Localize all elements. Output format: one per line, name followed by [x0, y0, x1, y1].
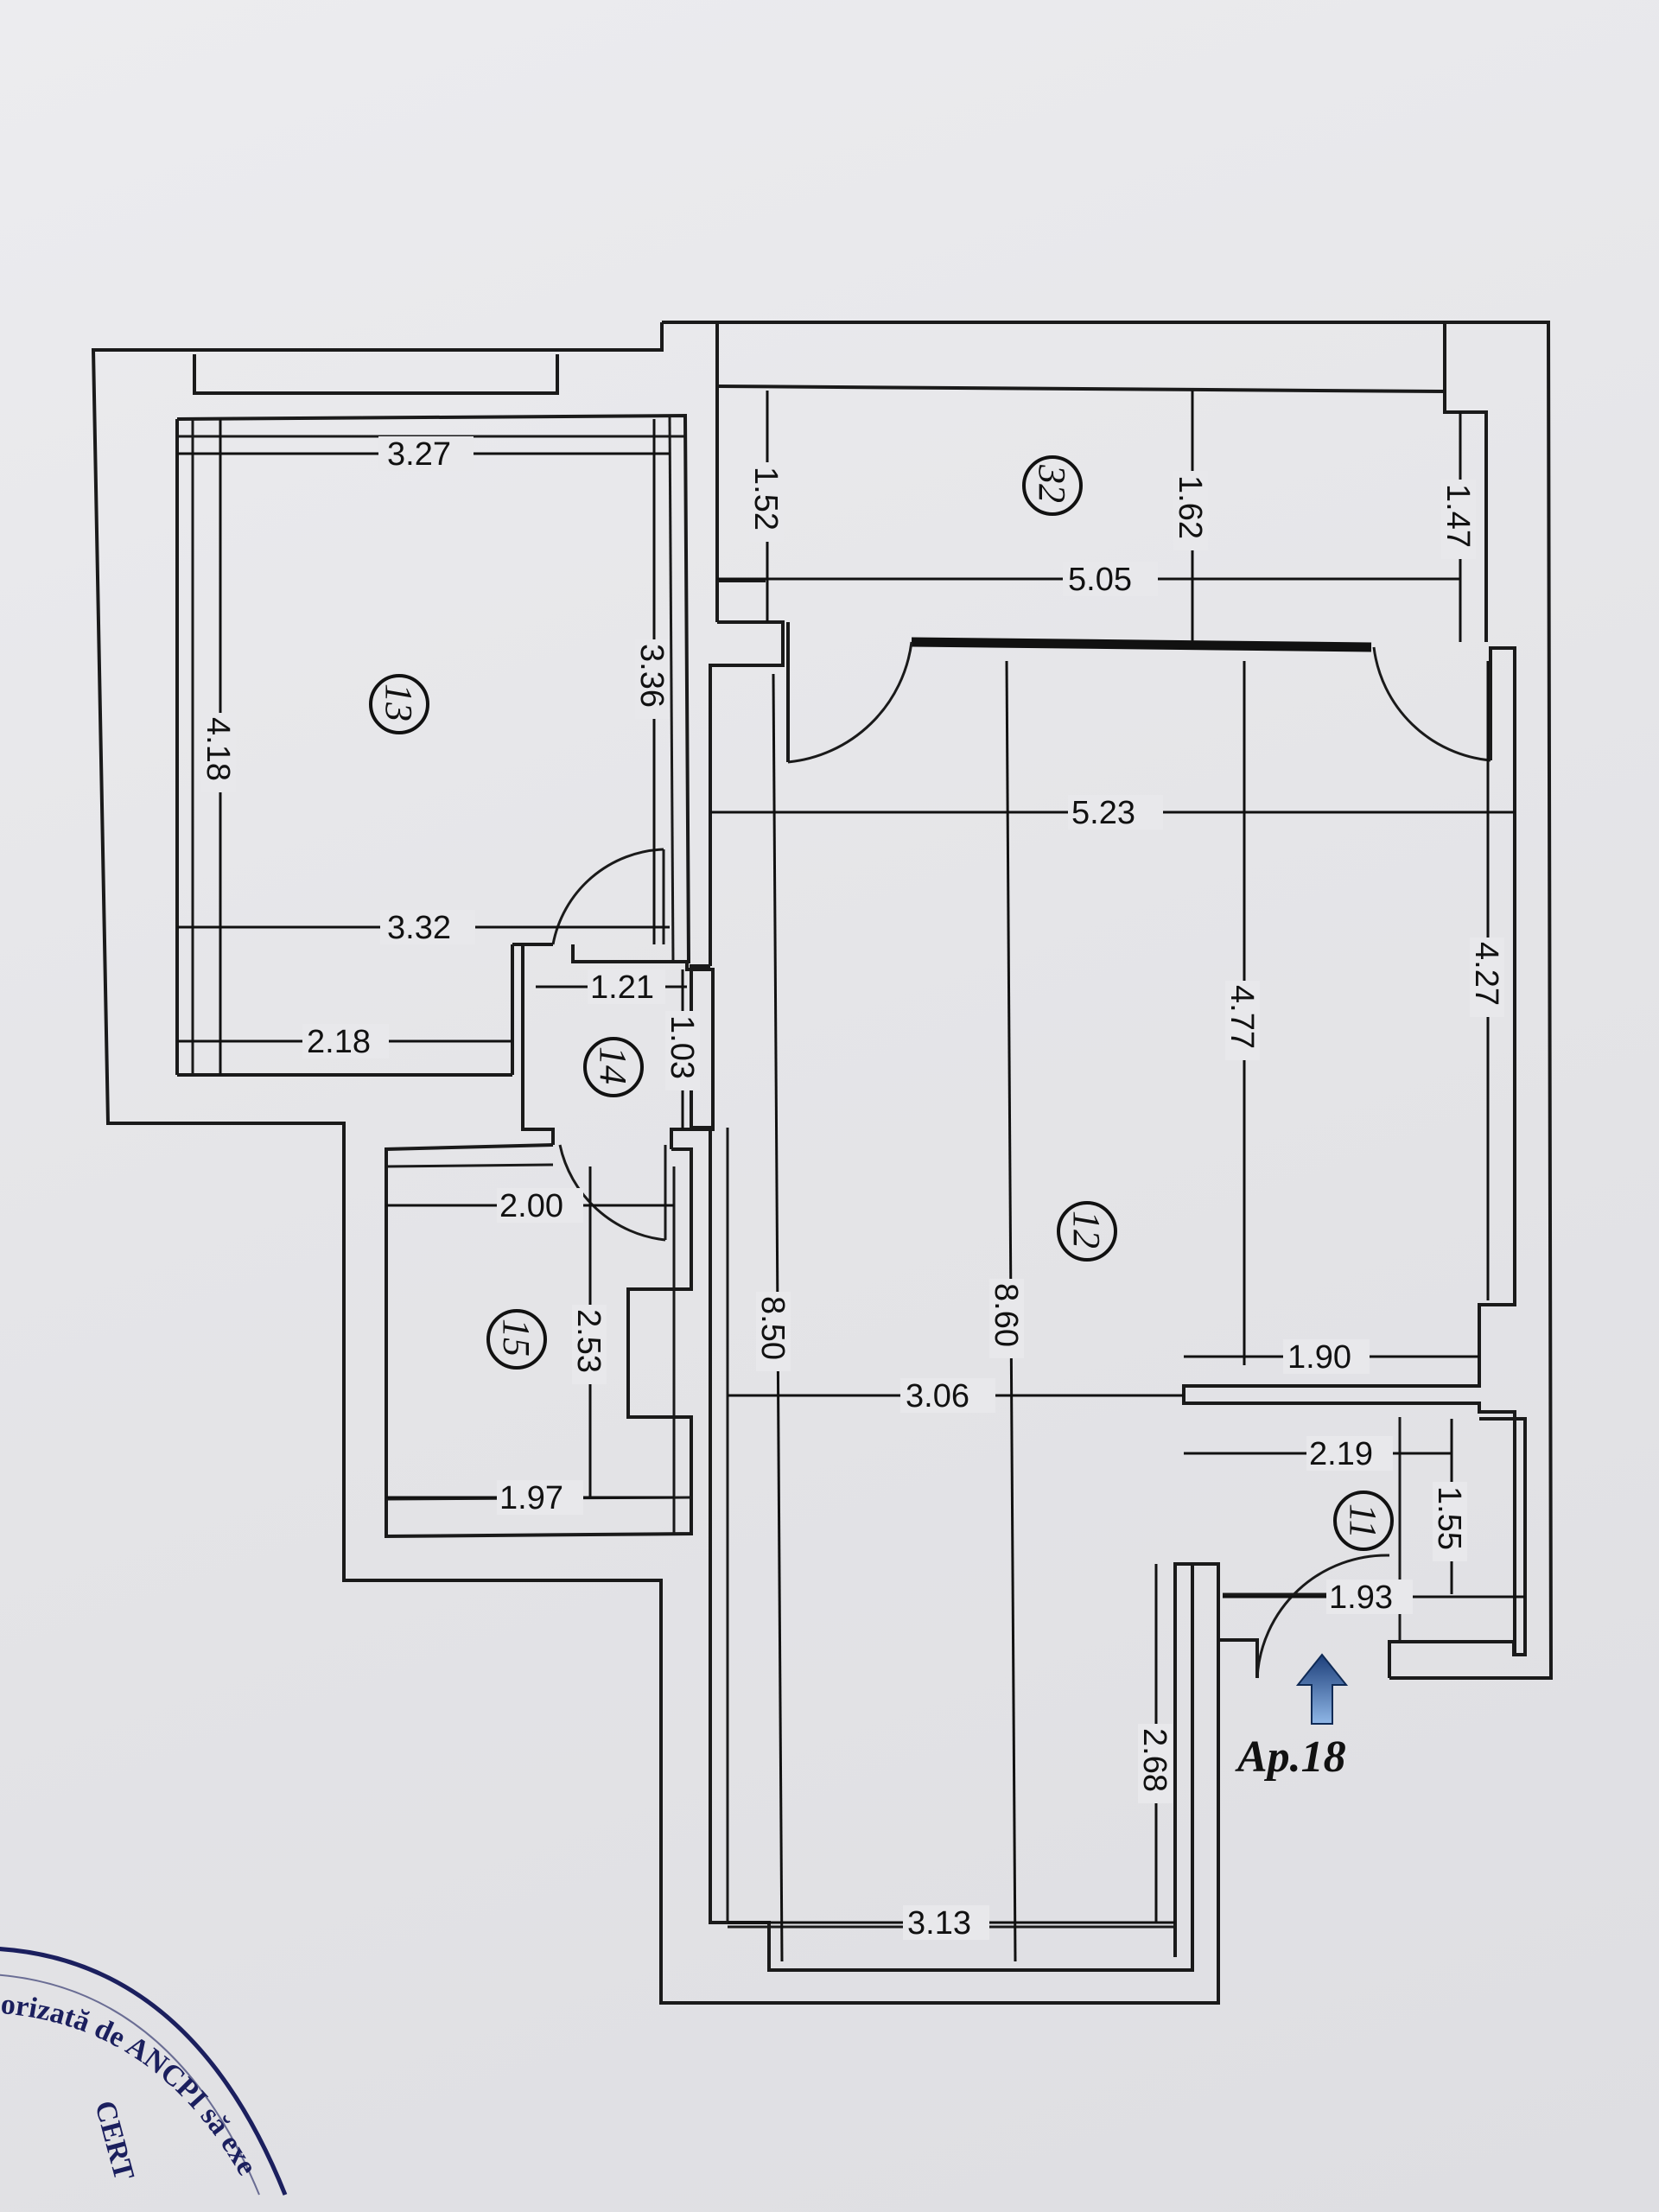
dim-label-2-68: 2.68 — [1136, 1728, 1173, 1792]
svg-text:15: 15 — [495, 1319, 537, 1357]
svg-text:11: 11 — [1342, 1503, 1384, 1539]
dim-label-3-13: 3.13 — [907, 1905, 971, 1942]
dim-label-5-23: 5.23 — [1071, 795, 1135, 831]
dim-label-3-27: 3.27 — [387, 436, 451, 473]
room-number-32: 32 — [1022, 455, 1083, 516]
room-number-15: 15 — [486, 1309, 547, 1370]
wall-room-11-right — [1388, 1417, 1527, 1678]
svg-text:32: 32 — [1031, 464, 1073, 503]
dim-label-5-05: 5.05 — [1068, 562, 1132, 598]
dim-label-1-93: 1.93 — [1329, 1580, 1393, 1616]
wall-room-15 — [385, 1143, 693, 1539]
dim-label-3-36: 3.36 — [633, 644, 670, 708]
svg-text:13: 13 — [378, 683, 420, 721]
dim-label-1-03: 1.03 — [664, 1015, 700, 1079]
wall-room-12-left — [690, 964, 1194, 1972]
wall-room-13-outer — [193, 354, 559, 395]
dim-label-2-19: 2.19 — [1309, 1436, 1373, 1472]
dimension-labels: 3.27 4.18 3.36 3.32 2.18 1.21 1.03 2.00 … — [200, 436, 1504, 1942]
room-number-12: 12 — [1057, 1201, 1117, 1262]
door-arc-room-32-left — [787, 641, 913, 764]
dim-label-3-06: 3.06 — [906, 1378, 969, 1414]
room-number-13: 13 — [369, 674, 429, 734]
dim-label-1-97: 1.97 — [499, 1480, 563, 1516]
wall-room-13-inner-right — [668, 415, 675, 963]
room-number-14: 14 — [583, 1037, 644, 1097]
dim-label-2-18: 2.18 — [307, 1024, 371, 1060]
dim-label-1-90: 1.90 — [1287, 1339, 1351, 1376]
wall-room-11 — [1184, 1562, 1259, 1678]
door-arc-entry — [1255, 1554, 1390, 1679]
door-arc-room-13 — [551, 848, 664, 945]
dim-label-1-55: 1.55 — [1431, 1486, 1467, 1550]
dim-label-4-18: 4.18 — [200, 717, 236, 781]
wall-corridor-14-left — [521, 944, 555, 1145]
room-number-11: 11 — [1333, 1491, 1394, 1551]
dim-label-4-27: 4.27 — [1468, 942, 1504, 1006]
wall-room-32-top — [716, 385, 1446, 393]
dim-label-1-47: 1.47 — [1440, 484, 1476, 548]
dim-label-1-21: 1.21 — [590, 969, 654, 1006]
dim-label-1-62: 1.62 — [1172, 475, 1208, 539]
official-stamp: orizată de ANCPI să exe CERT — [0, 1947, 288, 2196]
wall-room-12-right-top — [1182, 646, 1516, 1655]
entrance-label: Ap.18 — [1235, 1732, 1346, 1782]
stamp-line-1: CERT — [88, 2097, 140, 2183]
dim-label-1-52: 1.52 — [747, 467, 784, 531]
dim-label-8-60: 8.60 — [988, 1283, 1024, 1347]
dim-label-2-53: 2.53 — [570, 1309, 607, 1373]
outer-wall-right — [662, 321, 1554, 1680]
entrance-arrow-icon — [1295, 1653, 1349, 1725]
door-arc-room-32-right — [1372, 646, 1491, 762]
dim-label-3-32: 3.32 — [387, 910, 451, 946]
dim-label-2-00: 2.00 — [499, 1188, 563, 1224]
wall-room-32-right — [1443, 391, 1488, 642]
wall-room-13-frame — [176, 413, 691, 963]
door-arc-room-15 — [558, 1144, 666, 1242]
wall-room-32-left-step — [709, 620, 785, 966]
wall-corridor-14-right — [670, 962, 715, 1149]
outer-wall-left-wing — [91, 322, 1220, 2005]
dim-label-4-77: 4.77 — [1224, 985, 1260, 1049]
thick-bar — [911, 637, 1372, 652]
wall-room-15-inner-top — [385, 1163, 554, 1168]
svg-text:14: 14 — [592, 1046, 634, 1084]
svg-text:12: 12 — [1065, 1211, 1108, 1249]
dim-label-8-50: 8.50 — [754, 1296, 791, 1360]
